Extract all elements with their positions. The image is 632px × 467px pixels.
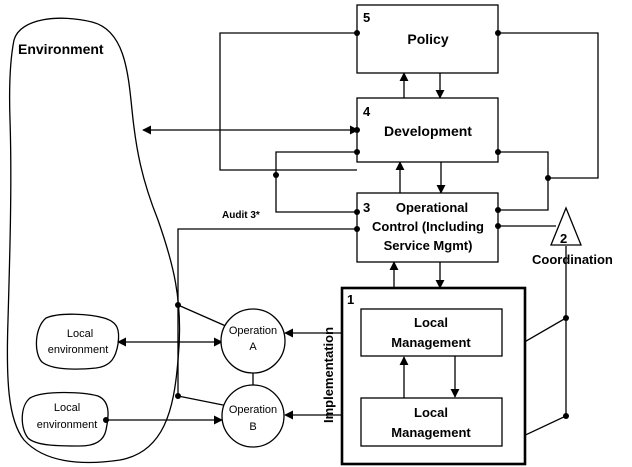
local-management-b-line2: Management [391, 425, 471, 440]
local-environment-a-blob [35, 313, 120, 370]
junction-dot [495, 149, 501, 155]
system-3-number: 3 [363, 200, 370, 215]
loop-policy-left [219, 32, 357, 171]
operation-a-line2: A [249, 341, 257, 353]
junction-dot [495, 223, 501, 229]
system-5-number: 5 [363, 10, 370, 25]
system-3-line3: Service Mgmt) [384, 238, 473, 253]
link-opcontrol-operation-a [177, 304, 229, 328]
operation-a-line1: Operation [229, 325, 277, 337]
local-management-b-box [360, 397, 503, 447]
loop-opcontrol-operations [177, 228, 357, 407]
loop-development-left [275, 151, 357, 213]
system-2-coordination-triangle [550, 206, 582, 246]
junction-dot [354, 127, 360, 133]
system-4-title: Development [384, 123, 472, 139]
audit-label: Audit 3* [222, 210, 260, 221]
operation-b-circle [221, 384, 285, 448]
junction-dot [563, 413, 569, 419]
junction-dot [354, 30, 360, 36]
environment-blob [6, 17, 181, 464]
system-3-line2: Control (Including [372, 219, 484, 234]
local-environment-a-line1: Local [67, 328, 93, 340]
system-2-label: Coordination [532, 252, 613, 267]
system-4-number: 4 [363, 104, 371, 119]
junction-dot [545, 175, 551, 181]
junction-dot [354, 209, 360, 215]
local-environment-a-line2: environment [48, 344, 109, 356]
local-management-a-box [360, 308, 503, 357]
system-3-line1: Operational [396, 200, 468, 215]
junction-dot [175, 393, 181, 399]
junction-dot [103, 417, 109, 423]
junction-dot [175, 302, 181, 308]
loop-policy-right [498, 32, 599, 179]
local-management-a-line1: Local [414, 315, 448, 330]
operation-b-line2: B [249, 421, 256, 433]
local-environment-b-line2: environment [37, 419, 98, 431]
system-1-label: Implementation [321, 327, 336, 423]
system-1-number: 1 [347, 292, 354, 307]
local-environment-b-line1: Local [54, 402, 80, 414]
environment-label: Environment [18, 41, 104, 57]
system-2-number: 2 [560, 231, 567, 246]
system-3-operational-control-box [356, 192, 499, 263]
loop-development-right [498, 151, 549, 211]
system-5-policy-box [356, 4, 499, 74]
system-4-development-box [356, 97, 499, 163]
junction-dot [354, 226, 360, 232]
junction-dot [495, 207, 501, 213]
system-5-title: Policy [407, 31, 448, 47]
junction-dot [495, 30, 501, 36]
junction-dot [273, 172, 279, 178]
junction-dot [563, 315, 569, 321]
junction-dot [354, 149, 360, 155]
operation-b-line1: Operation [229, 404, 277, 416]
local-management-a-line2: Management [391, 335, 471, 350]
local-management-b-line1: Local [414, 405, 448, 420]
local-environment-b-blob [21, 391, 109, 447]
operation-a-circle [220, 308, 286, 374]
